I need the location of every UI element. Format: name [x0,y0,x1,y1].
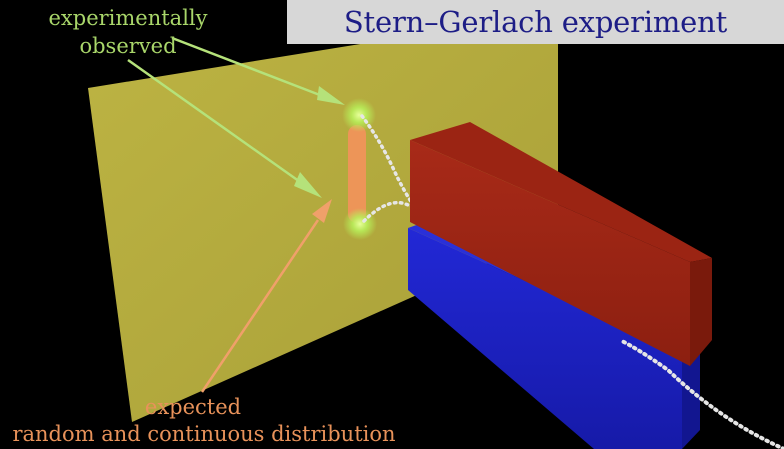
observed-spot-upper [342,98,376,132]
magnet-top-top-face [410,122,712,262]
observed-arrows [127,36,345,198]
magnet-top-side-face [690,258,712,366]
expected-arrow [200,199,332,393]
magnet-bottom-front-face [408,228,682,449]
beam-upper-path [360,114,416,208]
observed-label-line1: experimentally [48,6,208,30]
magnet-bottom-side-face [682,345,700,449]
expected-distribution-band [348,125,366,223]
beam-incoming-path [618,338,784,449]
expected-label-line1: expected [144,395,242,419]
magnet-top-front-face [410,140,690,366]
title-banner: Stern–Gerlach experiment [287,0,784,44]
expected-label-line2: random and continuous distribution [12,422,396,446]
page-title: Stern–Gerlach experiment [343,5,728,39]
observed-label-line2: observed [79,34,177,58]
